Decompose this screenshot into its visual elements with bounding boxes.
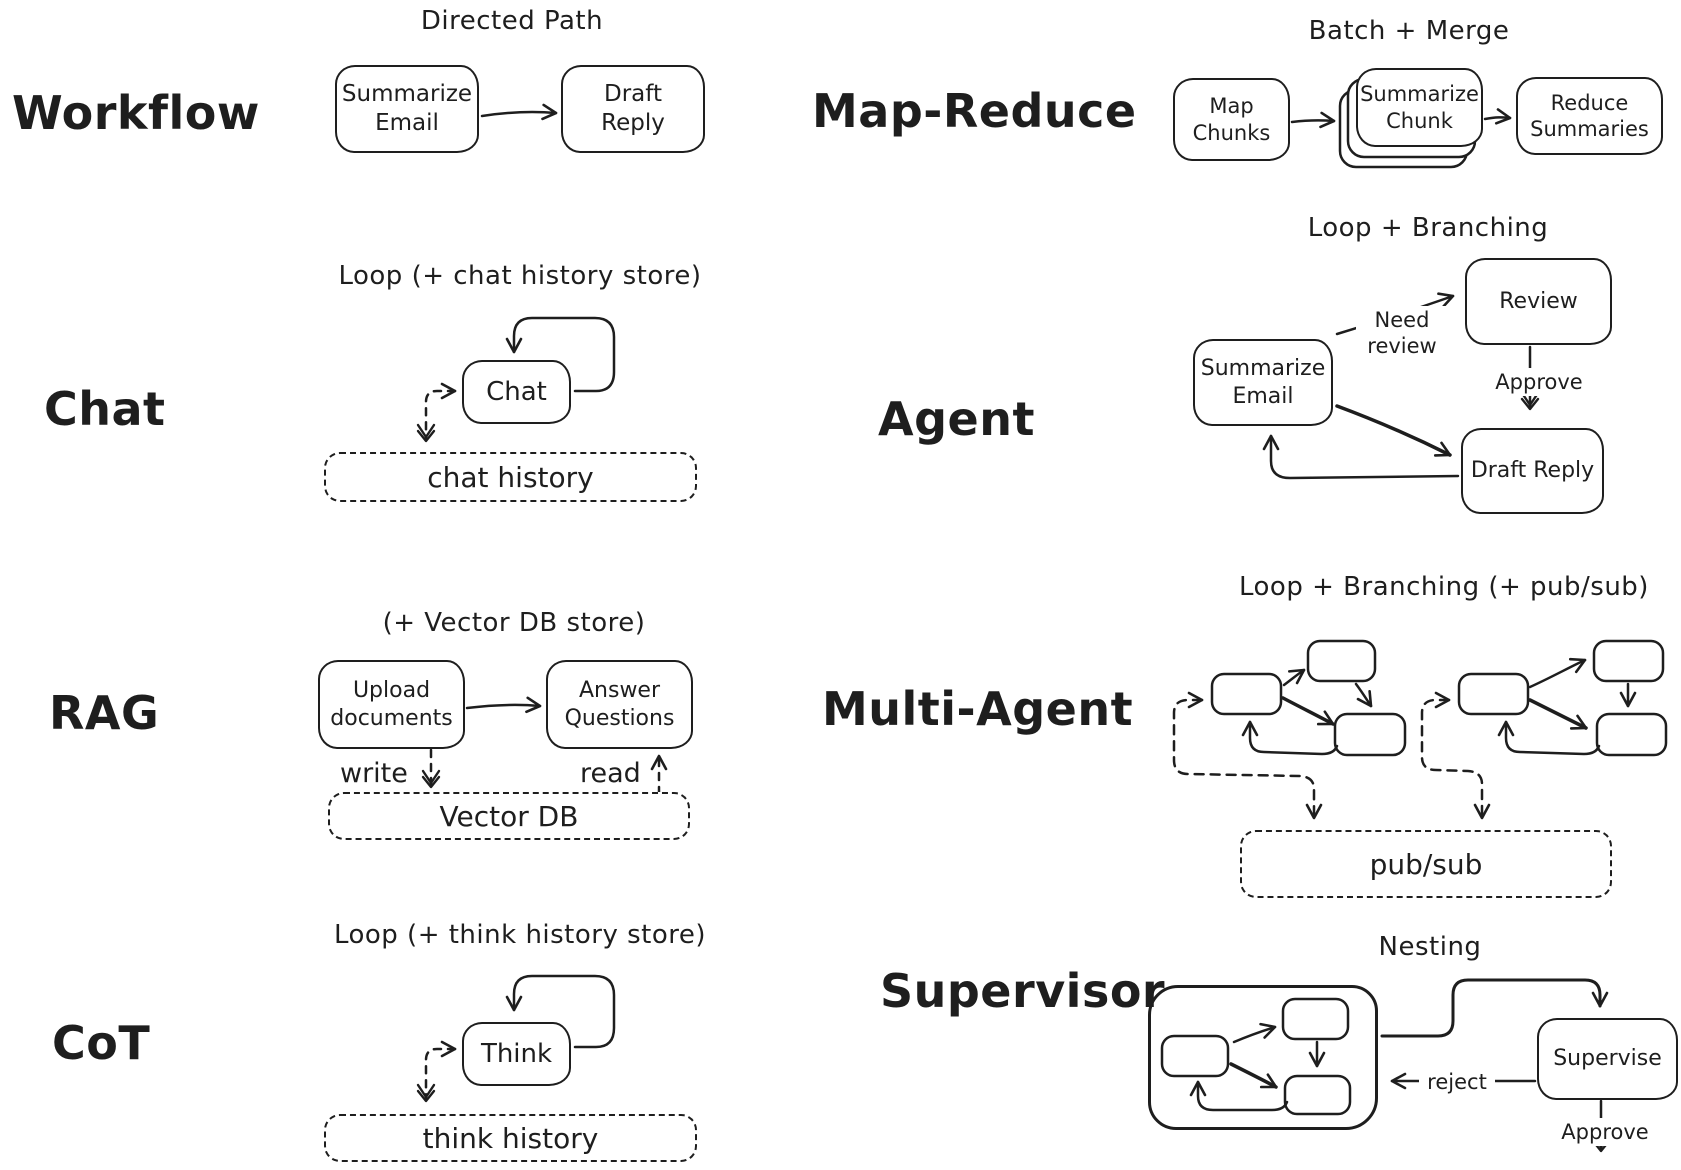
node-draft-reply: Draft Reply [561,65,705,153]
cot-title: Loop (+ think history store) [333,920,707,950]
summarize-to-reduce-arrow [1483,108,1512,125]
chat-label: Chat [44,382,166,436]
multi-agent-title: Loop + Branching (+ pub/sub) [1239,572,1649,602]
rag-label: RAG [49,686,160,740]
chat-arrows [416,316,616,443]
workflow-arrows [480,103,558,121]
cluster-a-loop-arrow [1241,720,1339,756]
node-summarize-email: Summarize Email [335,65,479,153]
agent-node-box [1592,639,1665,683]
need-review-line1: Need [1374,308,1430,332]
cluster-a-down-arrow [1354,682,1373,708]
need-review-line2: review [1367,334,1437,359]
multi-agent-label: Multi-Agent [822,682,1134,736]
node-reduce-summaries: Reduce Summaries [1516,77,1663,155]
node-review: Review [1465,258,1612,345]
agent-label: Agent [878,392,1035,446]
node-agent-draft-reply: Draft Reply [1461,428,1604,514]
nested-thick-arrow [1229,1062,1278,1089]
vector-db-store: Vector DB [328,792,690,840]
node-upload-documents: Upload documents [318,660,465,749]
cluster-b-pubsub-dashed [1420,691,1491,820]
chat-history-dashed-arrow [416,382,457,443]
summarize-to-draft-arrow [1335,404,1452,457]
rag-title: (+ Vector DB store) [382,608,646,638]
cluster-b-loop-arrow [1497,720,1601,756]
agent-node-box [1283,1074,1352,1116]
draft-loop-back-arrow [1262,434,1460,480]
approve-edge-label: Approve [1485,368,1593,397]
supervisor-arrows [1160,978,1611,1153]
node-supervise: Supervise [1537,1018,1678,1100]
upload-to-answer-arrow [465,696,542,714]
cluster-a-thick-arrow [1281,696,1335,726]
pub-sub-store: pub/sub [1240,830,1612,898]
node-chat: Chat [462,360,571,424]
need-review-edge-label: Need review [1356,306,1448,361]
chat-title: Loop (+ chat history store) [338,261,702,291]
node-map-chunks: Map Chunks [1173,78,1290,161]
workflow-label: Workflow [12,86,260,140]
chat-history-store: chat history [324,452,697,502]
map-reduce-title: Batch + Merge [1308,16,1510,46]
nested-loop-arrow [1189,1080,1289,1112]
map-to-summarize-arrow [1290,111,1336,129]
nested-agents-container [1148,985,1378,1130]
agent-title: Loop + Branching [1307,213,1549,243]
agent-node-box [1160,1034,1230,1078]
chat-self-loop-arrow [505,316,616,393]
agent-node-box [1281,997,1350,1041]
cluster-a-pubsub-dashed [1172,691,1323,820]
supervisor-label: Supervisor [880,964,1166,1018]
multi-agent-arrows [1172,639,1668,820]
node-summarize-chunk: Summarize Chunk [1356,68,1483,147]
agent-node-box [1595,712,1668,757]
think-history-dashed-arrow [416,1040,457,1103]
think-history-store: think history [324,1114,697,1162]
container-to-supervise-arrow [1380,978,1609,1038]
cot-label: CoT [52,1016,151,1070]
think-self-loop-arrow [505,974,616,1049]
cot-arrows [416,974,616,1103]
read-edge-label: read [580,758,641,789]
supervisor-title: Nesting [1378,932,1482,962]
agent-node-box [1306,639,1377,683]
workflow-edge-arrow [480,103,558,121]
reject-edge-label: reject [1419,1068,1495,1097]
write-edge-label: write [340,758,408,789]
node-agent-summarize-email: Summarize Email [1193,339,1333,426]
cluster-b-branch-arrow [1528,657,1587,689]
nested-branch-arrow [1232,1022,1277,1044]
rag-arrows [421,696,668,796]
cluster-a-branch-arrow [1282,668,1306,687]
agent-node-box [1210,672,1283,716]
workflow-title: Directed Path [420,6,604,36]
supervise-approve-edge-label: Approve [1551,1118,1659,1147]
agent-node-box [1333,712,1407,757]
node-think: Think [462,1022,571,1086]
map-reduce-label: Map-Reduce [812,84,1137,138]
cluster-b-thick-arrow [1528,698,1588,730]
agent-node-box [1457,672,1530,716]
node-answer-questions: Answer Questions [546,660,693,749]
